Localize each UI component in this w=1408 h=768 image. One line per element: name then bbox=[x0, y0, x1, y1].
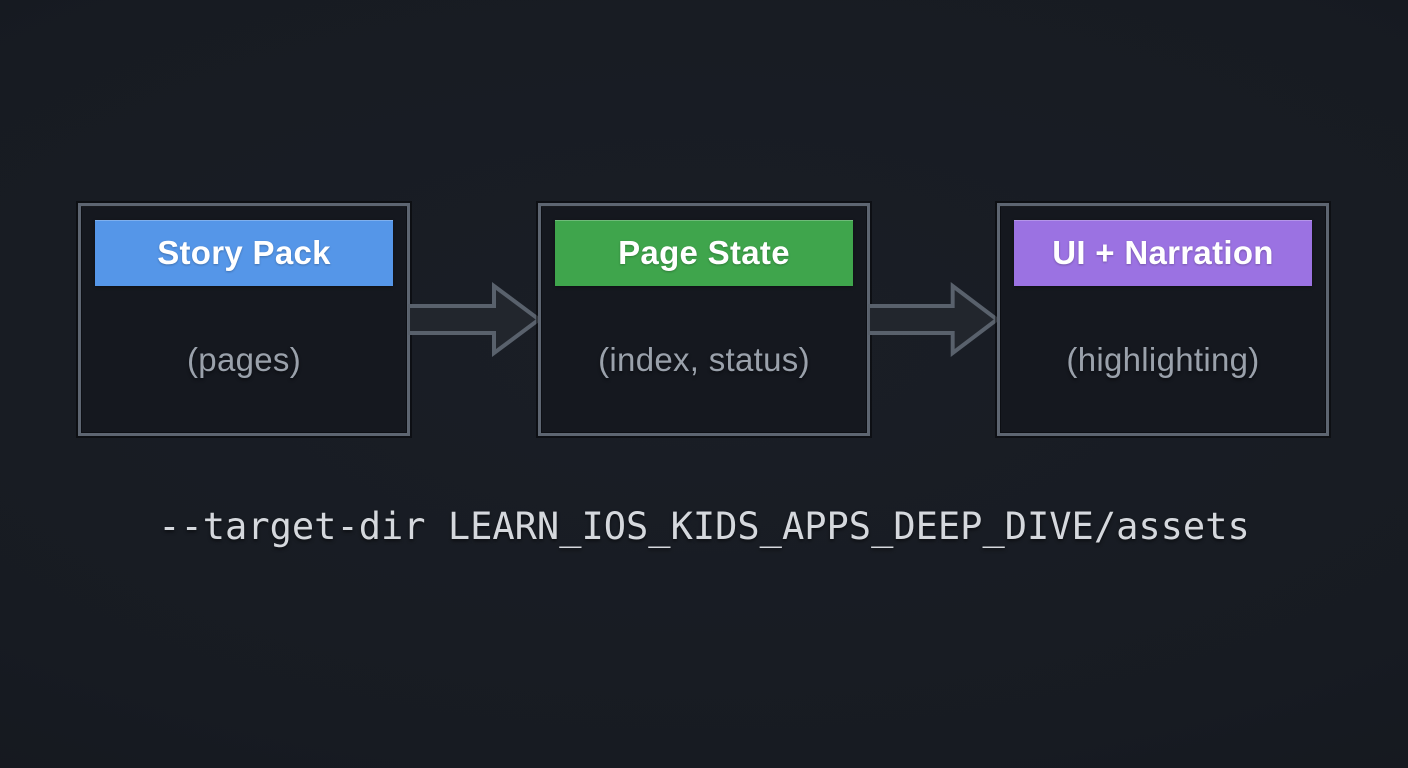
node-story-pack: Story Pack (pages) bbox=[78, 203, 410, 436]
arrow-story-to-state bbox=[408, 281, 539, 358]
node-story-pack-header: Story Pack bbox=[95, 220, 393, 286]
node-page-state-header: Page State bbox=[555, 220, 853, 286]
node-ui-narration: UI + Narration (highlighting) bbox=[997, 203, 1329, 436]
node-page-state-subtitle: (index, status) bbox=[598, 340, 810, 378]
right-arrow-icon bbox=[868, 282, 997, 357]
node-ui-narration-header: UI + Narration bbox=[1014, 220, 1312, 286]
node-ui-narration-body: (highlighting) bbox=[1000, 286, 1326, 433]
node-story-pack-body: (pages) bbox=[81, 286, 407, 433]
node-story-pack-subtitle: (pages) bbox=[187, 340, 301, 378]
arrow-state-to-ui bbox=[868, 281, 997, 358]
node-page-state: Page State (index, status) bbox=[538, 203, 870, 436]
command-text: --target-dir LEARN_IOS_KIDS_APPS_DEEP_DI… bbox=[158, 505, 1250, 548]
node-page-state-body: (index, status) bbox=[541, 286, 867, 433]
node-ui-narration-subtitle: (highlighting) bbox=[1066, 340, 1260, 378]
right-arrow-icon bbox=[408, 282, 539, 357]
